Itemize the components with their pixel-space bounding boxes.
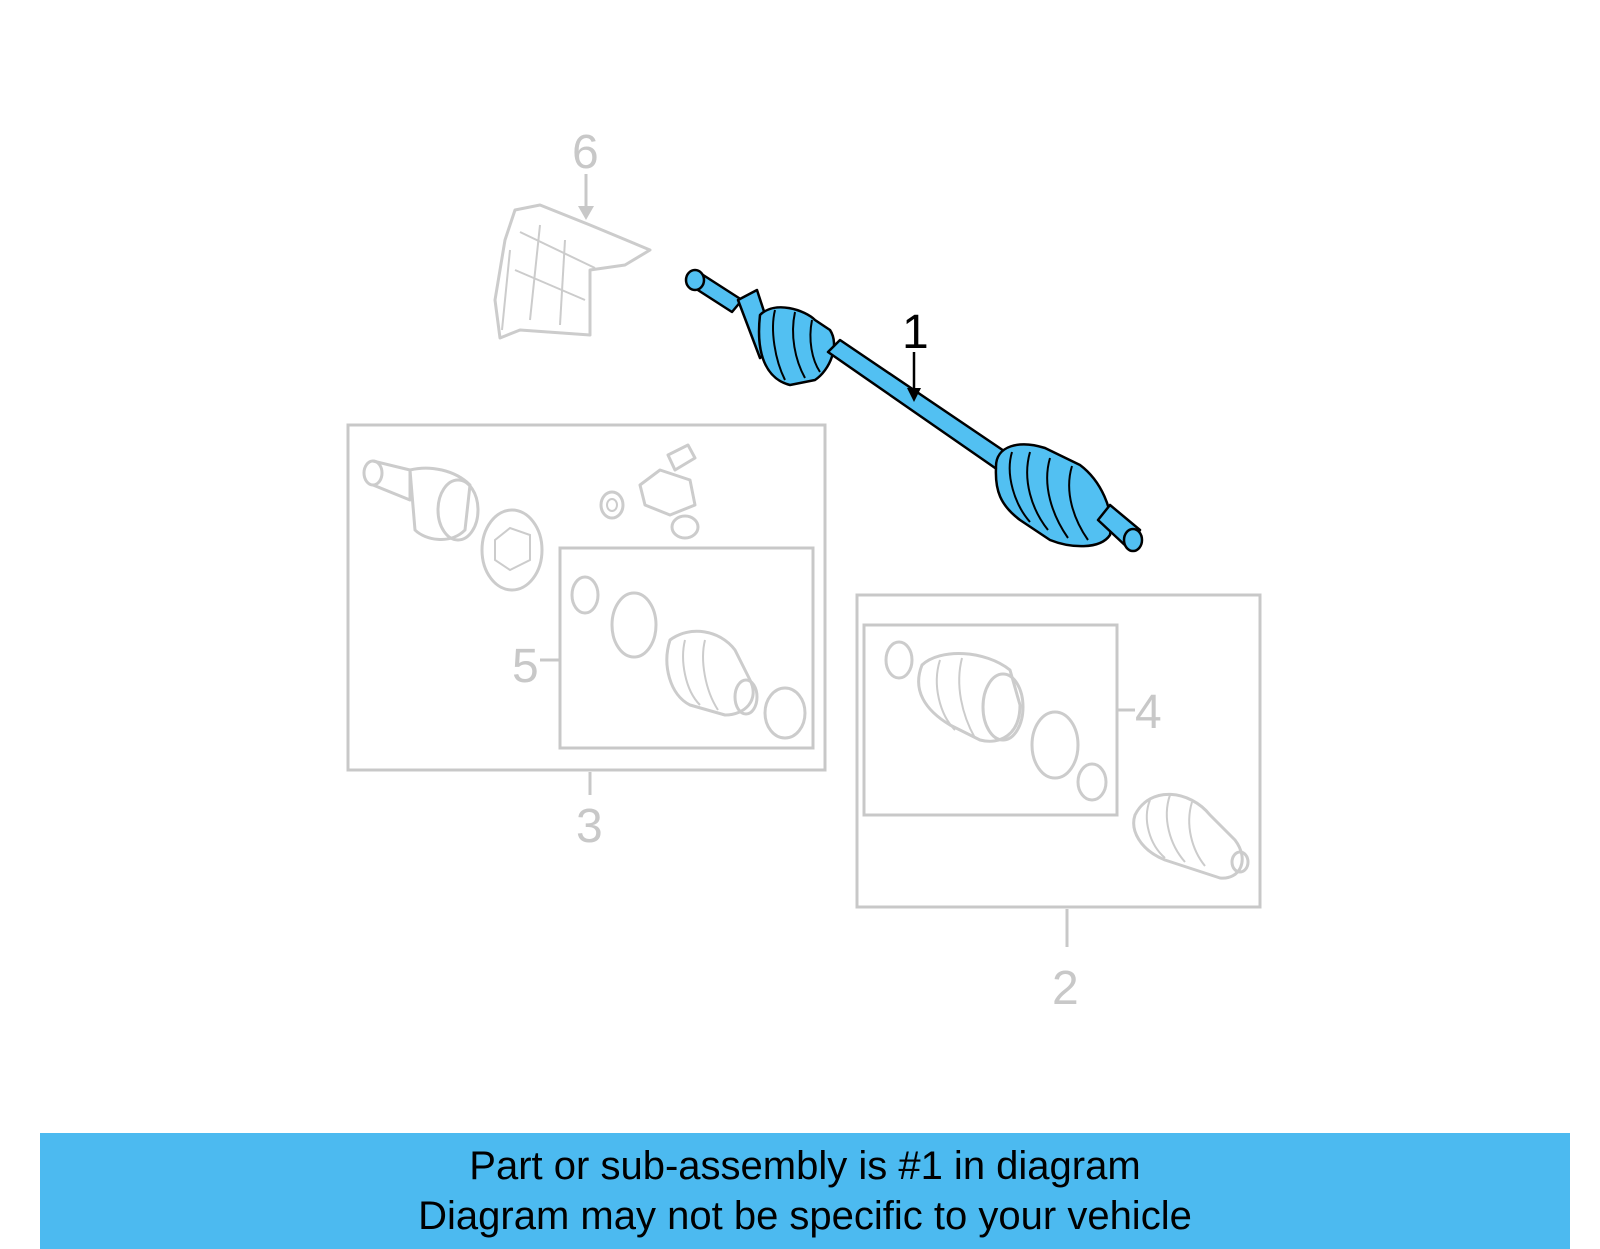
info-banner: Part or sub-assembly is #1 in diagram Di…	[40, 1133, 1570, 1249]
part-5-box	[558, 546, 815, 750]
part-1-axle-shaft	[684, 268, 1144, 553]
callout-2: 2	[1052, 962, 1079, 1015]
callout-5: 5	[512, 640, 539, 693]
part-2-box	[855, 593, 1262, 909]
callout-3: 3	[576, 800, 603, 853]
part-4-box	[862, 623, 1119, 817]
callout-4: 4	[1135, 686, 1162, 739]
part-6-heat-shield	[493, 203, 652, 340]
callout-1: 1	[902, 306, 929, 359]
part-5-components	[570, 575, 807, 740]
banner-line-2: Diagram may not be specific to your vehi…	[418, 1194, 1192, 1238]
banner-line-1: Part or sub-assembly is #1 in diagram	[469, 1144, 1141, 1188]
part-3-components	[362, 443, 700, 592]
callout-6-leader	[578, 174, 594, 220]
part-2-components	[1132, 792, 1250, 880]
part-4-components	[884, 640, 1108, 802]
callout-6: 6	[572, 126, 599, 179]
callout-1-leader	[907, 352, 921, 402]
part-3-box	[346, 423, 827, 772]
